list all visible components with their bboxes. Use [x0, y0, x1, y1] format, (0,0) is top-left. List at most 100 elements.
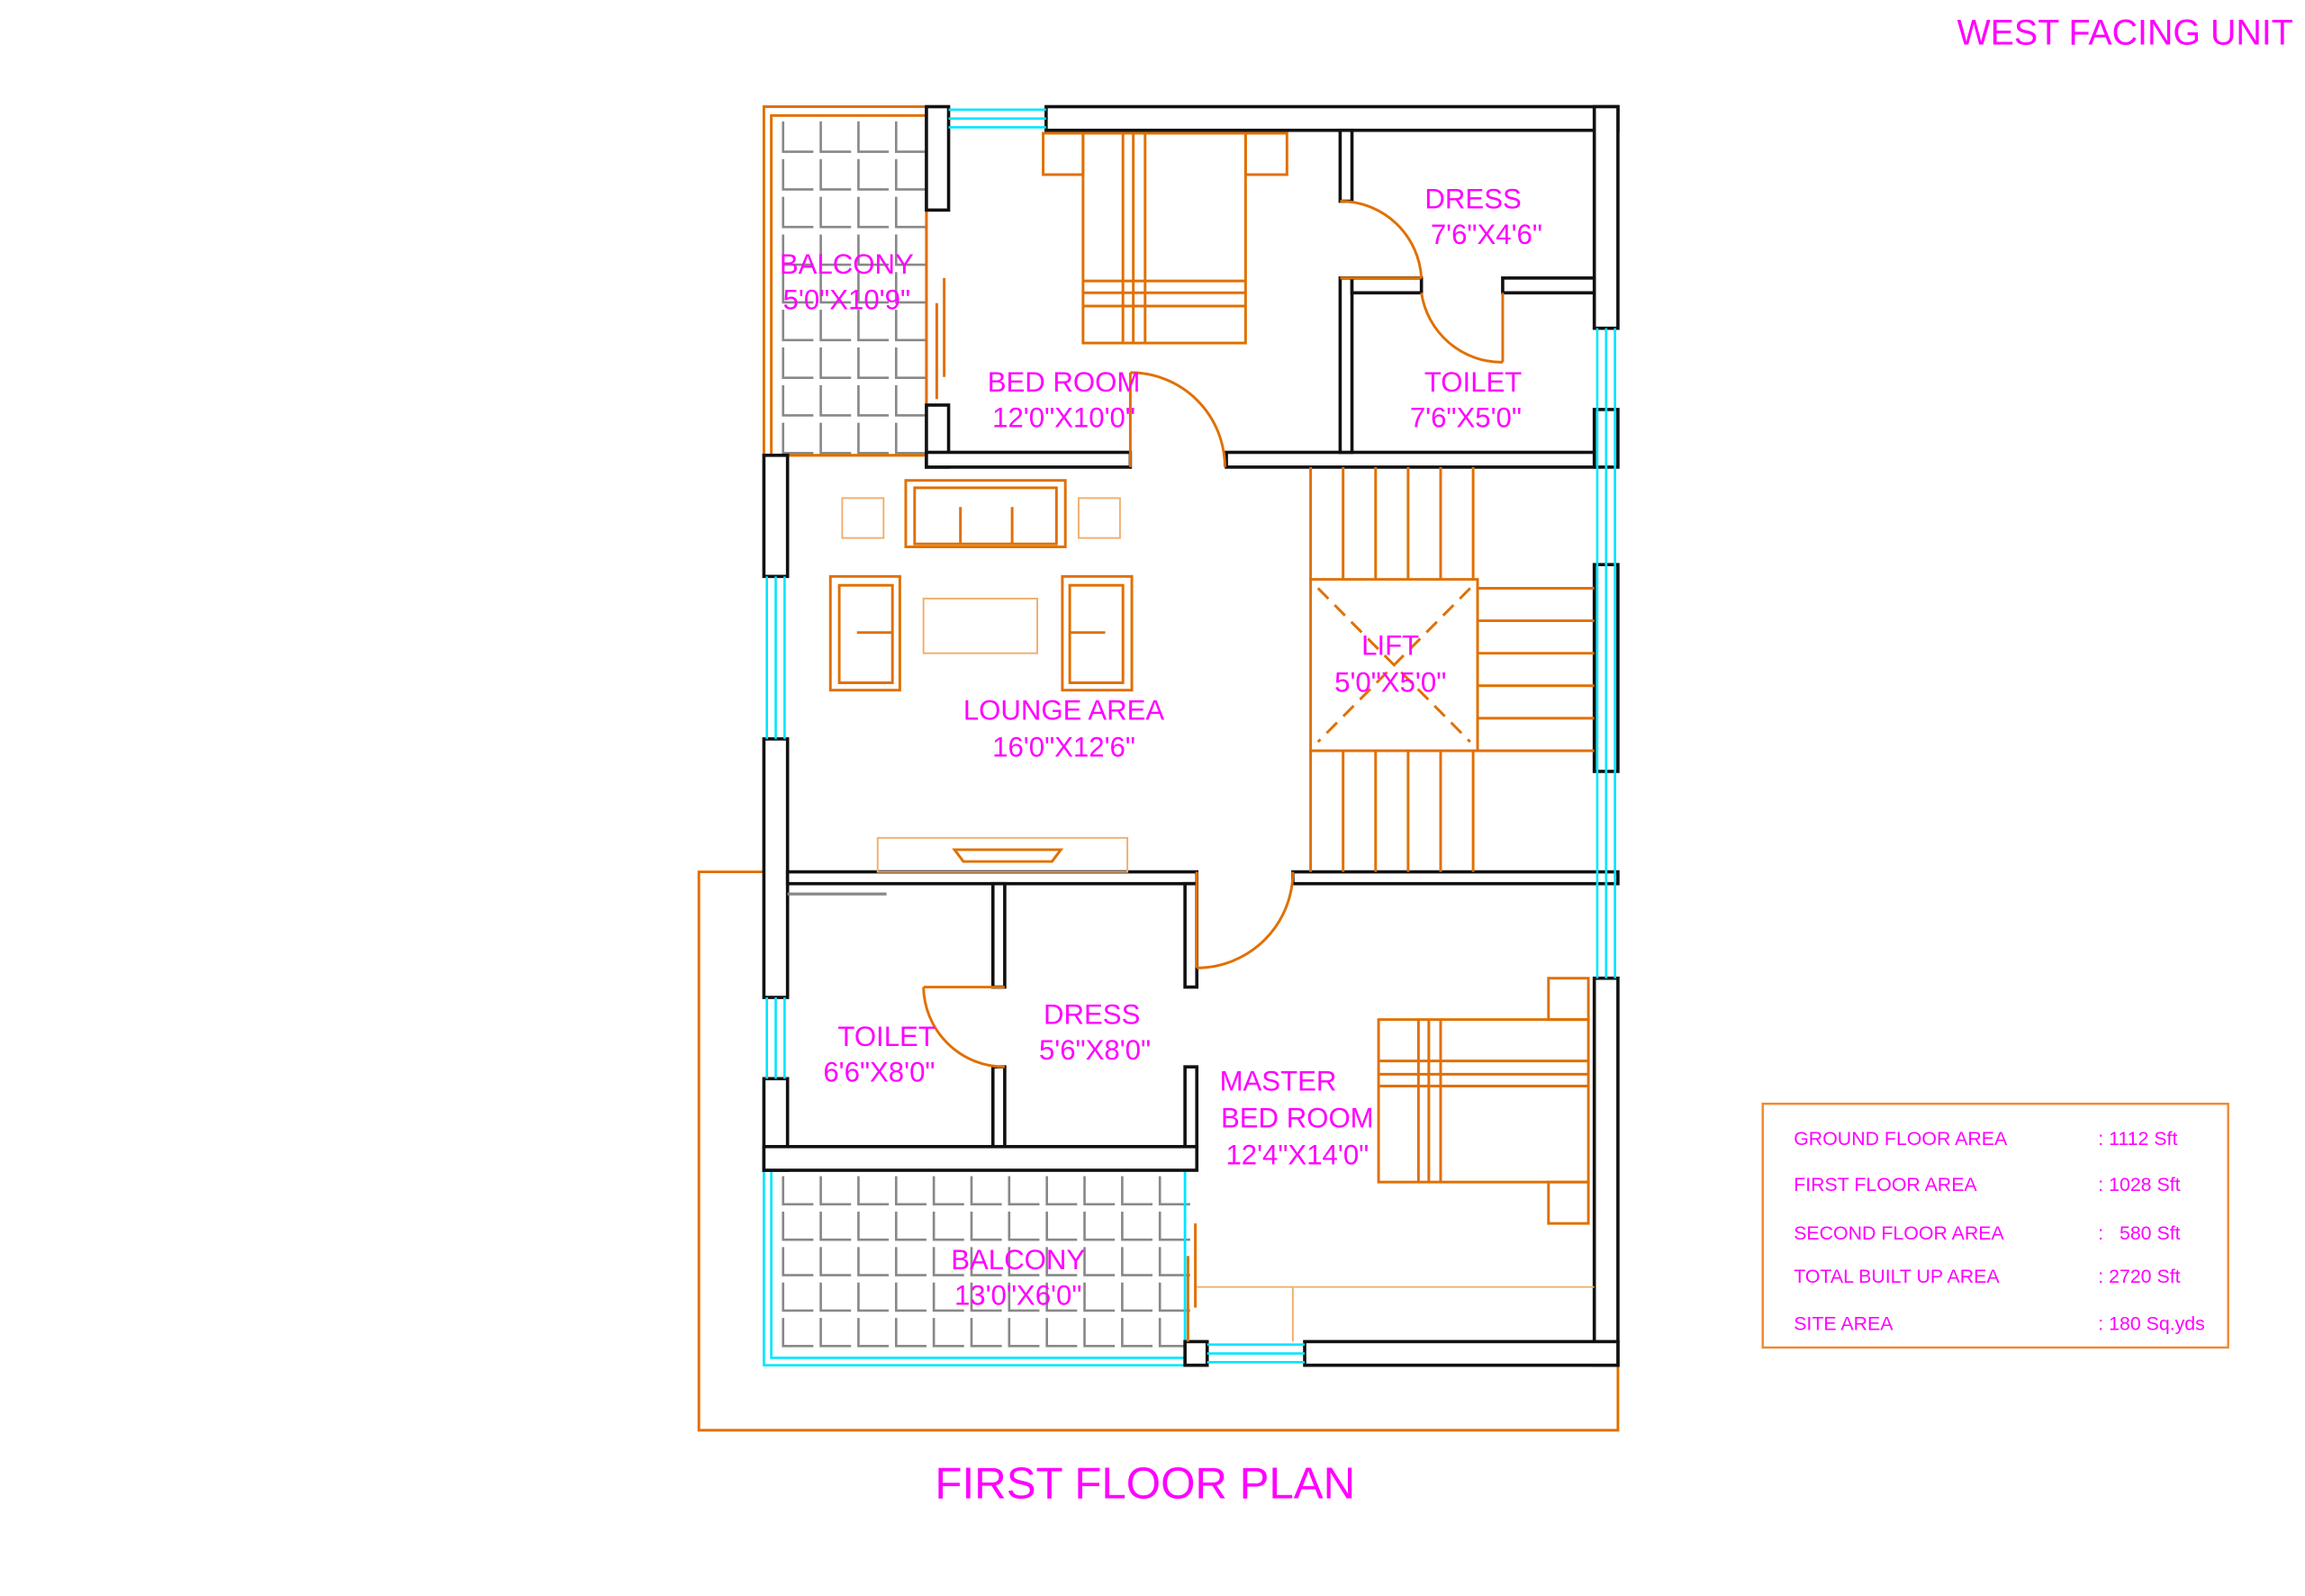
tile — [970, 1211, 1002, 1241]
tile — [819, 422, 852, 455]
tile — [894, 347, 927, 379]
room-name: MASTER — [1220, 1065, 1337, 1096]
tile — [1045, 1282, 1078, 1312]
tile — [1121, 1318, 1152, 1348]
tile — [857, 121, 890, 153]
tile — [782, 347, 814, 379]
tile — [857, 158, 890, 191]
balcony-top-inner — [770, 113, 928, 457]
tile — [819, 1318, 852, 1348]
tile — [782, 272, 814, 304]
tile — [1008, 1282, 1040, 1312]
room-name: BALCONY — [780, 248, 914, 280]
tile — [819, 1282, 852, 1312]
tile — [782, 1247, 814, 1276]
tile — [819, 310, 852, 342]
tile — [857, 422, 890, 455]
room-size: 12'0"X10'0" — [992, 402, 1135, 434]
tile — [819, 347, 852, 379]
tile — [1158, 1282, 1190, 1312]
area-value: : 180 Sq.yds — [2098, 1312, 2205, 1334]
room-size: 13'0"X6'0" — [954, 1279, 1081, 1311]
tile — [1083, 1247, 1116, 1276]
tile — [1158, 1176, 1190, 1206]
tile — [970, 1282, 1002, 1312]
tile — [1045, 1211, 1078, 1241]
tile — [857, 1318, 890, 1348]
room-size: 7'6"X5'0" — [1410, 402, 1522, 434]
room-name: DRESS — [1424, 184, 1521, 215]
tile — [932, 1176, 964, 1206]
tile — [782, 1176, 814, 1206]
area-value: : 580 Sft — [2098, 1222, 2180, 1244]
tile — [782, 196, 814, 229]
area-label: FIRST FLOOR AREA — [1794, 1174, 1977, 1195]
tile — [932, 1318, 964, 1348]
room-name: BED ROOM — [1221, 1102, 1374, 1133]
windows — [765, 108, 1616, 1364]
area-label: SITE AREA — [1794, 1312, 1894, 1334]
tile — [894, 1318, 927, 1348]
room-name: LIFT — [1361, 629, 1419, 661]
tile — [1121, 1247, 1152, 1276]
tile — [1158, 1211, 1190, 1241]
room-size: 12'4"X14'0" — [1225, 1139, 1369, 1170]
tile — [857, 1282, 890, 1312]
room-name: BED ROOM — [988, 366, 1141, 398]
tile — [819, 384, 852, 417]
area-table: GROUND FLOOR AREA : 1112 Sft FIRST FLOOR… — [1761, 1102, 2229, 1349]
tile — [894, 272, 927, 304]
room-size: 5'0"X10'9" — [783, 284, 910, 315]
tile — [1045, 1318, 1078, 1348]
tile — [1008, 1211, 1040, 1241]
tile — [932, 1211, 964, 1241]
plan-title: FIRST FLOOR PLAN — [935, 1458, 1355, 1508]
area-value: : 2720 Sft — [2098, 1266, 2180, 1287]
area-label: TOTAL BUILT UP AREA — [1794, 1266, 2000, 1287]
tile — [857, 1176, 890, 1206]
room-name: TOILET — [837, 1021, 936, 1052]
area-label: SECOND FLOOR AREA — [1794, 1222, 2004, 1244]
tile — [1083, 1176, 1116, 1206]
tile — [782, 1282, 814, 1312]
doors — [922, 200, 1505, 1342]
tile — [1008, 1318, 1040, 1348]
tile — [932, 1247, 964, 1276]
balcony-tiles — [782, 121, 1190, 1348]
tile — [819, 1211, 852, 1241]
tile — [857, 1247, 890, 1276]
tile — [782, 158, 814, 191]
tile — [1083, 1282, 1116, 1312]
tile — [819, 272, 852, 304]
balcony-top-outline — [762, 105, 928, 457]
tile — [782, 422, 814, 455]
tile — [782, 1211, 814, 1241]
tile — [857, 272, 890, 304]
plot-boundary — [697, 870, 1620, 1432]
tile — [894, 384, 927, 417]
tile — [857, 310, 890, 342]
tile — [970, 1176, 1002, 1206]
tile — [894, 234, 927, 266]
tile — [1158, 1247, 1190, 1276]
tile — [894, 1282, 927, 1312]
tile — [857, 384, 890, 417]
tile — [894, 422, 927, 455]
tile — [894, 1247, 927, 1276]
tile — [894, 196, 927, 229]
tile — [1045, 1247, 1078, 1276]
tile — [932, 1282, 964, 1312]
tile — [782, 1318, 814, 1348]
furniture — [787, 131, 1595, 1342]
tile — [1121, 1176, 1152, 1206]
room-name: DRESS — [1044, 999, 1140, 1031]
tile — [857, 1211, 890, 1241]
tile — [1008, 1176, 1040, 1206]
tile — [857, 347, 890, 379]
room-name: LOUNGE AREA — [963, 695, 1165, 726]
tile — [1121, 1282, 1152, 1312]
tile — [819, 196, 852, 229]
tile — [894, 1211, 927, 1241]
tile — [1158, 1318, 1190, 1348]
